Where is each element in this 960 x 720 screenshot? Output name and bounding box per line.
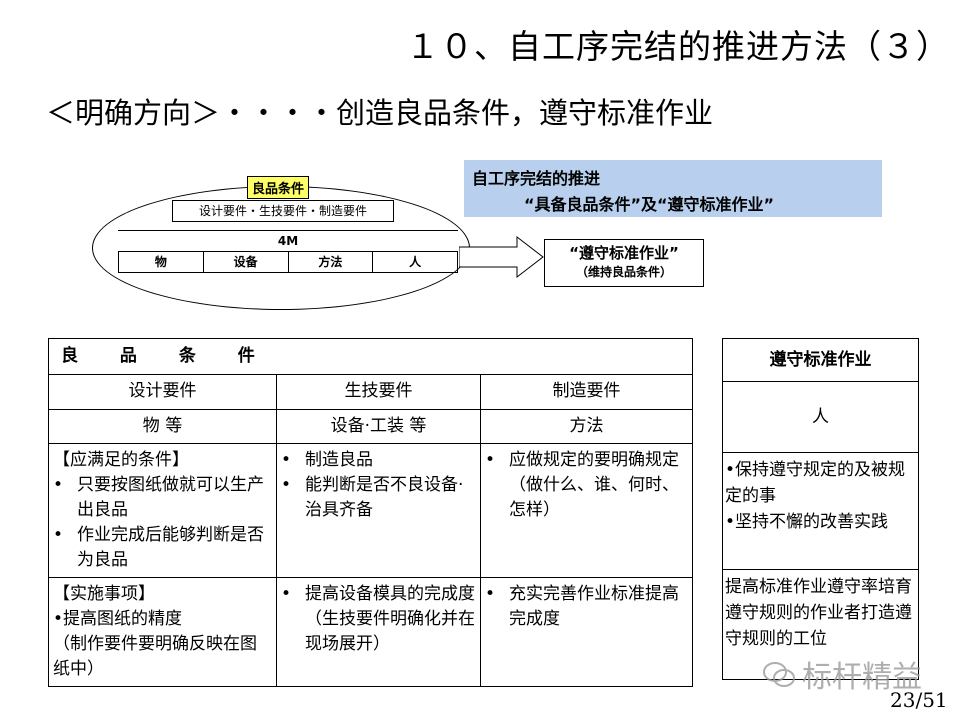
page-subtitle: ＜明确方向＞・・・・创造良品条件，遵守标准作业 bbox=[46, 96, 714, 130]
good-conditions-table: 良 品 条 件 设计要件 生技要件 制造要件 物 等 设备·工装 等 方法 【应… bbox=[48, 338, 693, 687]
table-cell: •应做规定的要明确规定（做什么、谁、何时、怎样） bbox=[480, 443, 693, 578]
promotion-line-1: 自工序完结的推进 bbox=[472, 169, 601, 188]
table-cell: •提高设备模具的完成度（生技要件明确化并在现场展开） bbox=[276, 577, 481, 687]
side-table-header: 遵守标准作业 bbox=[722, 338, 919, 382]
column-header-design: 设计要件 bbox=[48, 374, 277, 410]
subcolumn-equipment: 设备·工装 等 bbox=[276, 409, 481, 444]
table-cell: 【应满足的条件】 •只要按图纸做就可以生产出良品 •作业完成后能够判断是否为良品 bbox=[48, 443, 277, 578]
m4-item-method: 方法 bbox=[289, 252, 374, 272]
wechat-icon bbox=[763, 662, 795, 687]
column-header-manufacturing: 制造要件 bbox=[480, 374, 693, 410]
list-item: •提高设备模具的完成度（生技要件明确化并在现场展开） bbox=[281, 584, 475, 654]
table-header: 良 品 条 件 bbox=[48, 338, 693, 375]
actions-title: 【实施事项】 bbox=[53, 584, 155, 604]
list-item: •能判断是否不良设备·治具齐备 bbox=[281, 475, 464, 520]
conditions-title: 【应满足的条件】 bbox=[53, 450, 189, 470]
table-cell: •保持遵守规定的及被规定的事 •坚持不懈的改善实践 bbox=[722, 452, 919, 570]
page-number: 23/51 bbox=[890, 688, 948, 712]
table-cell: •充实完善作业标准提高完成度 bbox=[480, 577, 693, 687]
comply-main-text: “遵守标准作业” bbox=[569, 244, 679, 262]
list-item: （制作要件要明确反映在图纸中） bbox=[53, 634, 257, 679]
requirements-box: 设计要件・生技要件・制造要件 bbox=[172, 200, 394, 222]
comply-sub-text: （维持良品条件） bbox=[575, 265, 672, 279]
m4-item-material: 物 bbox=[118, 252, 204, 272]
comply-standard-box: “遵守标准作业” （维持良品条件） bbox=[544, 239, 704, 287]
list-item: •提高图纸的精度 bbox=[53, 609, 183, 629]
m4-strip: 4M 物 设备 方法 人 bbox=[118, 230, 458, 273]
list-item: •只要按图纸做就可以生产出良品 bbox=[53, 475, 264, 520]
m4-items: 物 设备 方法 人 bbox=[118, 252, 458, 272]
right-arrow-icon bbox=[459, 235, 544, 279]
good-conditions-label: 良品条件 bbox=[247, 176, 310, 199]
m4-label: 4M bbox=[118, 231, 458, 252]
table-cell: 提高标准作业遵守率培育遵守规则的作业者打造遵守规则的工位 bbox=[722, 569, 919, 680]
table-cell: •制造良品 •能判断是否不良设备·治具齐备 bbox=[276, 443, 481, 578]
watermark-text: 标杆精益 bbox=[802, 660, 922, 695]
list-item: •应做规定的要明确规定（做什么、谁、何时、怎样） bbox=[485, 450, 679, 520]
promotion-line-2: “具备良品条件”及“遵守标准作业” bbox=[524, 195, 775, 214]
m4-item-equipment: 设备 bbox=[204, 252, 289, 272]
list-item: •保持遵守规定的及被规定的事 bbox=[725, 460, 906, 506]
list-item: •作业完成后能够判断是否为良品 bbox=[53, 525, 264, 570]
subcolumn-material: 物 等 bbox=[48, 409, 277, 444]
list-item: •制造良品 bbox=[281, 450, 373, 470]
column-header-engineering: 生技要件 bbox=[276, 374, 481, 410]
standard-work-table: 遵守标准作业 人 •保持遵守规定的及被规定的事 •坚持不懈的改善实践 提高标准作… bbox=[722, 338, 919, 680]
side-table-person: 人 bbox=[722, 381, 919, 453]
list-item: •坚持不懈的改善实践 bbox=[725, 512, 889, 532]
table-cell: 【实施事项】 •提高图纸的精度 （制作要件要明确反映在图纸中） bbox=[48, 577, 277, 687]
watermark: 标杆精益 bbox=[762, 652, 922, 696]
subcolumn-method: 方法 bbox=[480, 409, 693, 444]
page-title: １０、自工序完结的推进方法（３） bbox=[406, 27, 950, 66]
promotion-box: 自工序完结的推进 “具备良品条件”及“遵守标准作业” bbox=[464, 160, 882, 217]
m4-item-person: 人 bbox=[373, 252, 458, 272]
list-item: •充实完善作业标准提高完成度 bbox=[485, 584, 679, 629]
